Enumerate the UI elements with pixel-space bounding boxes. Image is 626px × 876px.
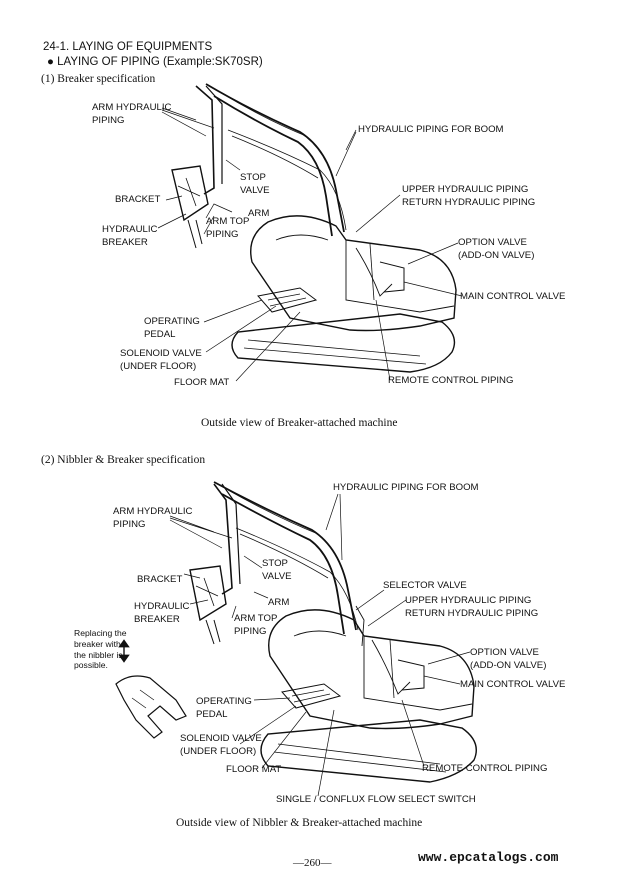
fig2-label-hydraulic-piping-boom: HYDRAULIC PIPING FOR BOOM xyxy=(333,482,479,493)
page-number: —260— xyxy=(293,857,332,869)
fig2-label-bracket: BRACKET xyxy=(137,574,183,585)
fig2-text-upper-hydraulic: UPPER HYDRAULIC PIPING xyxy=(405,595,532,606)
fig2-label-main-control-valve: MAIN CONTROL VALVE xyxy=(460,679,566,690)
section-title: 24-1. LAYING OF EQUIPMENTS xyxy=(43,41,213,53)
fig1-text-arm-top-piping: PIPING xyxy=(206,228,239,240)
fig1-label-main-control-valve: MAIN CONTROL VALVE xyxy=(460,291,566,302)
fig1-label-arm-top-piping: ARM TOP PIPING xyxy=(206,216,249,241)
fig2-text-operating: OPERATING xyxy=(196,696,252,707)
fig1-label-bracket: BRACKET xyxy=(115,194,161,205)
fig2-text-option-valve: OPTION VALVE xyxy=(470,647,539,658)
fig2-label-operating-pedal: OPERATING PEDAL xyxy=(196,696,252,721)
fig2-label-selector-valve: SELECTOR VALVE xyxy=(383,580,467,591)
fig1-label-stop-valve: STOP VALVE xyxy=(240,172,270,197)
fig1-text-pedal: PEDAL xyxy=(144,328,176,340)
fig2-text-under-floor: (UNDER FLOOR) xyxy=(180,745,257,757)
fig2-label-floor-mat: FLOOR MAT xyxy=(226,764,282,775)
fig2-label-option-valve: OPTION VALVE (ADD-ON VALVE) xyxy=(470,647,546,672)
fig1-label-upper-return: UPPER HYDRAULIC PIPING RETURN HYDRAULIC … xyxy=(402,184,535,209)
fig1-text-arm-top: ARM TOP xyxy=(206,216,250,227)
figure2-caption: Outside view of Nibbler & Breaker-attach… xyxy=(176,817,423,829)
figure1-caption: Outside view of Breaker-attached machine xyxy=(201,417,398,429)
fig1-text-under-floor: (UNDER FLOOR) xyxy=(120,360,197,372)
fig2-text-replace-2: breaker with xyxy=(74,638,121,649)
fig1-text-breaker: BREAKER xyxy=(102,236,148,248)
fig2-text-arm-hydraulic: ARM HYDRAULIC xyxy=(113,506,193,517)
fig1-text-piping: PIPING xyxy=(92,114,125,126)
watermark-url: www.epcatalogs.com xyxy=(418,850,559,865)
fig1-text-operating: OPERATING xyxy=(144,316,200,327)
fig2-text-valve: VALVE xyxy=(262,570,292,582)
fig1-label-floor-mat: FLOOR MAT xyxy=(174,377,230,388)
fig2-label-single-conflux: SINGLE / CONFLUX FLOW SELECT SWITCH xyxy=(276,794,476,805)
fig2-text-add-on-valve: (ADD-ON VALVE) xyxy=(470,659,547,671)
fig2-label-solenoid-valve: SOLENOID VALVE (UNDER FLOOR) xyxy=(180,733,262,758)
fig2-label-arm-hydraulic: ARM HYDRAULIC PIPING xyxy=(113,506,192,531)
fig2-label-arm: ARM xyxy=(268,597,290,608)
figure1-heading: (1) Breaker specification xyxy=(41,73,156,85)
fig2-text-replace-3: the nibbler is xyxy=(74,649,123,660)
bullet-icon: ● xyxy=(47,56,54,68)
fig1-label-arm-hydraulic: ARM HYDRAULIC PIPING xyxy=(92,102,171,127)
fig2-text-piping: PIPING xyxy=(113,518,146,530)
fig1-text-upper-hydraulic: UPPER HYDRAULIC PIPING xyxy=(402,184,529,195)
fig1-label-hydraulic-piping-boom: HYDRAULIC PIPING FOR BOOM xyxy=(358,124,504,135)
fig2-text-breaker: BREAKER xyxy=(134,613,180,625)
fig2-text-solenoid-valve: SOLENOID VALVE xyxy=(180,733,262,744)
fig2-replacing-note: Replacing the breaker with the nibbler i… xyxy=(74,628,127,671)
fig2-label-arm-top-piping: ARM TOP PIPING xyxy=(234,613,277,638)
fig1-label-solenoid-valve: SOLENOID VALVE (UNDER FLOOR) xyxy=(120,348,202,373)
figure2-heading: (2) Nibbler & Breaker specification xyxy=(41,454,206,466)
fig1-text-option-valve: OPTION VALVE xyxy=(458,237,527,248)
fig2-text-hydraulic: HYDRAULIC xyxy=(134,601,190,612)
fig2-text-replace-4: possible. xyxy=(74,660,108,671)
fig2-text-return-hydraulic: RETURN HYDRAULIC PIPING xyxy=(405,607,539,619)
fig2-label-stop-valve: STOP VALVE xyxy=(262,558,292,583)
fig2-label-hydraulic-breaker: HYDRAULIC BREAKER xyxy=(134,601,189,626)
fig1-text-valve: VALVE xyxy=(240,184,270,196)
fig2-label-remote-control: REMOTE CONTROL PIPING xyxy=(422,763,548,774)
fig1-text-solenoid-valve: SOLENOID VALVE xyxy=(120,348,202,359)
fig2-text-pedal: PEDAL xyxy=(196,708,228,720)
fig2-text-stop: STOP xyxy=(262,558,288,569)
fig1-text-return-hydraulic: RETURN HYDRAULIC PIPING xyxy=(402,196,536,208)
fig1-label-operating-pedal: OPERATING PEDAL xyxy=(144,316,200,341)
fig2-text-replace-1: Replacing the xyxy=(74,628,127,638)
fig1-label-hydraulic-breaker: HYDRAULIC BREAKER xyxy=(102,224,157,249)
fig1-label-remote-control: REMOTE CONTROL PIPING xyxy=(388,375,514,386)
fig2-text-arm-top: ARM TOP xyxy=(234,613,278,624)
fig1-text-hydraulic: HYDRAULIC xyxy=(102,224,158,235)
subsection-title: ● LAYING OF PIPING (Example:SK70SR) xyxy=(47,56,263,68)
fig1-label-option-valve: OPTION VALVE (ADD-ON VALVE) xyxy=(458,237,534,262)
fig2-label-upper-return: UPPER HYDRAULIC PIPING RETURN HYDRAULIC … xyxy=(405,595,538,620)
fig1-text-arm-hydraulic: ARM HYDRAULIC xyxy=(92,102,172,113)
fig2-text-arm-top-piping: PIPING xyxy=(234,625,267,637)
fig1-text-stop: STOP xyxy=(240,172,266,183)
subsection-text: LAYING OF PIPING (Example:SK70SR) xyxy=(57,56,263,68)
fig1-label-arm: ARM xyxy=(248,208,270,219)
fig1-text-add-on-valve: (ADD-ON VALVE) xyxy=(458,249,535,261)
